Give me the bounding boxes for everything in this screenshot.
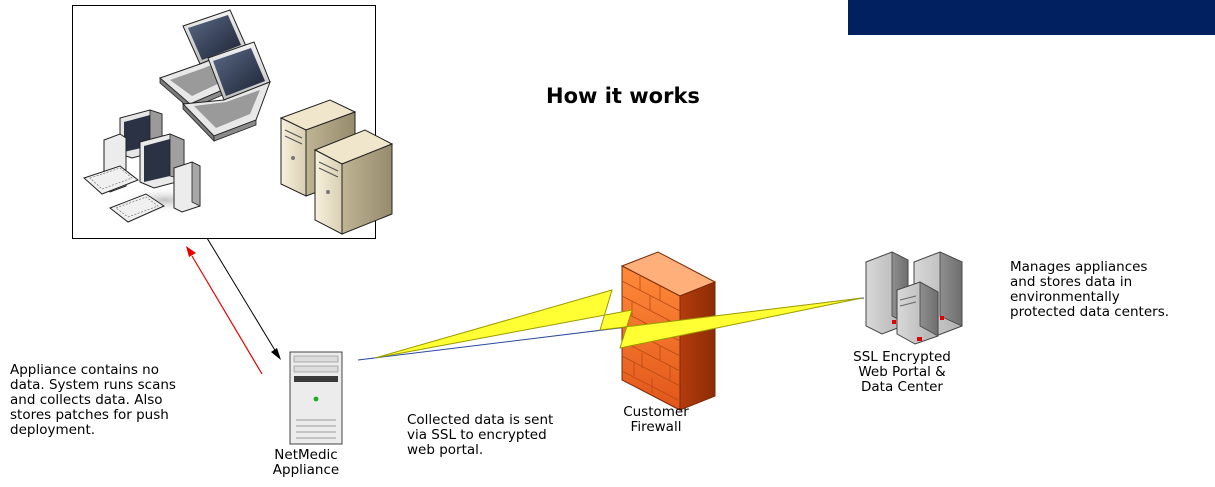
tower-server-icon	[313, 129, 394, 235]
data-center-icon	[865, 251, 963, 345]
portal-description: Manages appliances and stores data in en…	[1010, 259, 1170, 320]
appliance-server-icon	[289, 351, 343, 445]
transfer-description: Collected data is sent via SSL to encryp…	[407, 412, 554, 458]
page-title: How it works	[546, 84, 700, 108]
laptop-icon	[181, 41, 271, 142]
appliance-description: Appliance contains no data. System runs …	[10, 362, 176, 438]
desktop-pc-icon	[108, 133, 201, 223]
data-flow-arrow	[206, 237, 281, 360]
patch-push-arrow	[186, 246, 263, 375]
appliance-label: NetMedic Appliance	[272, 447, 340, 478]
portal-label: SSL Encrypted Web Portal & Data Center	[853, 349, 951, 395]
firewall-label: Customer Firewall	[623, 404, 689, 435]
ssl-bolt-icon	[374, 289, 863, 359]
header-banner	[848, 0, 1215, 35]
